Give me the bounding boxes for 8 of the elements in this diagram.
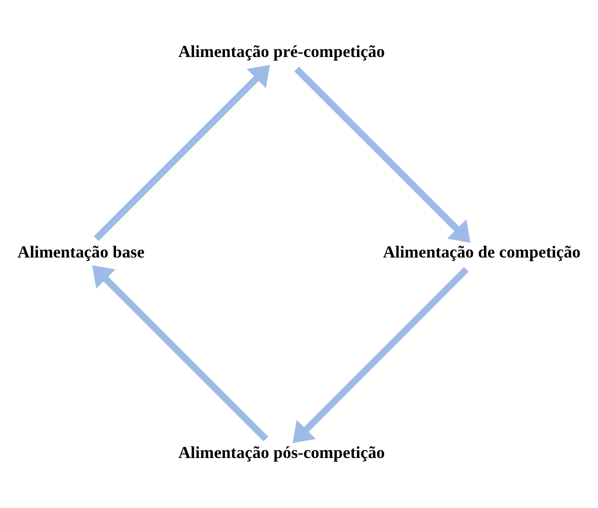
arrow [294, 66, 470, 243]
arrow [92, 265, 268, 442]
node-text: Alimentação pós-competição [178, 442, 385, 462]
node-text: Alimentação pré-competição [178, 42, 385, 61]
arrow [292, 267, 469, 444]
node-text: Alimentação base [18, 242, 144, 262]
node-text: Alimentação de competição [383, 242, 581, 262]
arrow [94, 64, 270, 241]
